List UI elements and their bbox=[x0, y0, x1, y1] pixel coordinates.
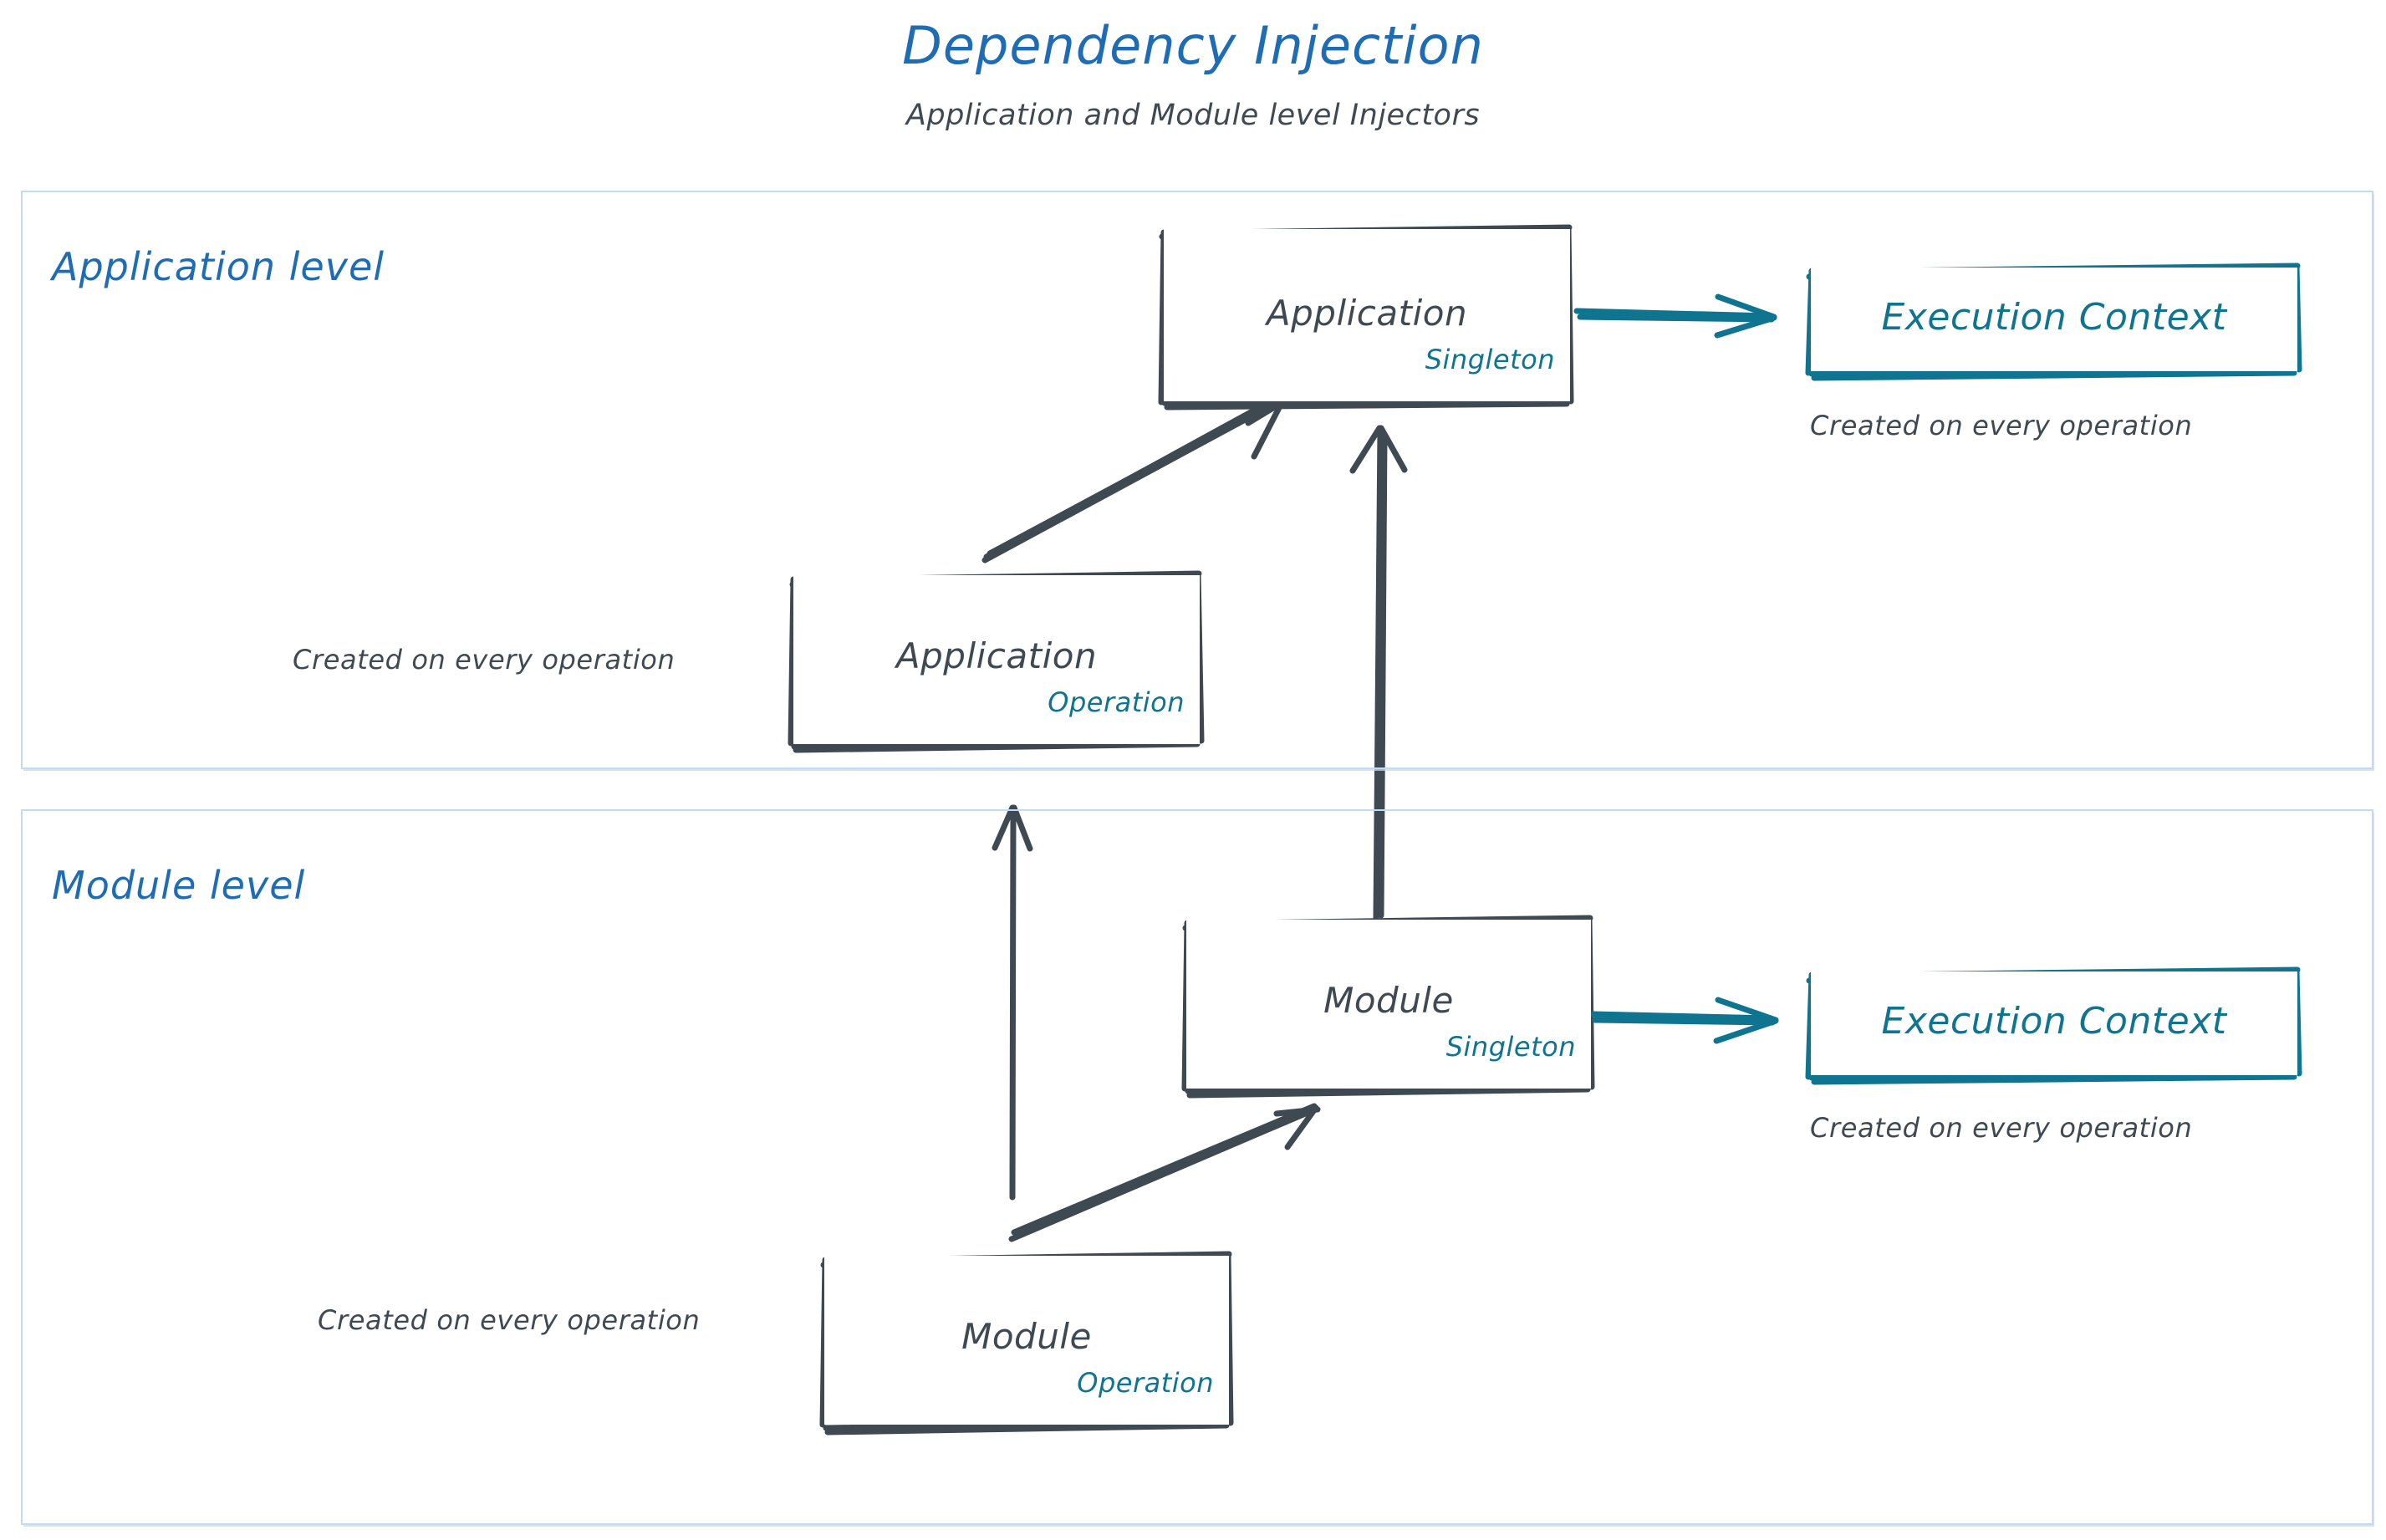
node-title: Application bbox=[1266, 293, 1468, 334]
node-title: Execution Context bbox=[1881, 296, 2227, 339]
node-title: Execution Context bbox=[1881, 1000, 2227, 1043]
page-subtitle: Application and Module level Injectors bbox=[905, 99, 1481, 132]
module-level-container bbox=[21, 809, 2373, 1525]
node-scope-badge: Operation bbox=[1048, 686, 1185, 718]
node-scope-badge: Singleton bbox=[1425, 344, 1555, 375]
node-title: Application bbox=[895, 635, 1098, 676]
node-module-operation[interactable]: Module Operation bbox=[824, 1256, 1229, 1425]
node-module-singleton[interactable]: Module Singleton bbox=[1186, 920, 1591, 1089]
node-execution-context-application[interactable]: Execution Context bbox=[1811, 268, 2297, 371]
note-module-operation: Created on every operation bbox=[318, 1304, 701, 1336]
note-module-execution-context: Created on every operation bbox=[1810, 1112, 2193, 1144]
node-title: Module bbox=[1323, 980, 1454, 1021]
node-application-operation[interactable]: Application Operation bbox=[793, 575, 1200, 744]
node-scope-badge: Operation bbox=[1077, 1367, 1214, 1399]
note-application-operation: Created on every operation bbox=[293, 644, 676, 676]
node-application-singleton[interactable]: Application Singleton bbox=[1164, 229, 1570, 401]
node-scope-badge: Singleton bbox=[1445, 1031, 1576, 1063]
module-level-label: Module level bbox=[52, 863, 306, 908]
node-title: Module bbox=[961, 1316, 1092, 1357]
application-level-container bbox=[21, 191, 2373, 769]
page-title: Dependency Injection bbox=[902, 15, 1484, 76]
node-execution-context-module[interactable]: Execution Context bbox=[1811, 971, 2297, 1075]
note-application-execution-context: Created on every operation bbox=[1810, 410, 2193, 441]
application-level-label: Application level bbox=[52, 244, 385, 289]
